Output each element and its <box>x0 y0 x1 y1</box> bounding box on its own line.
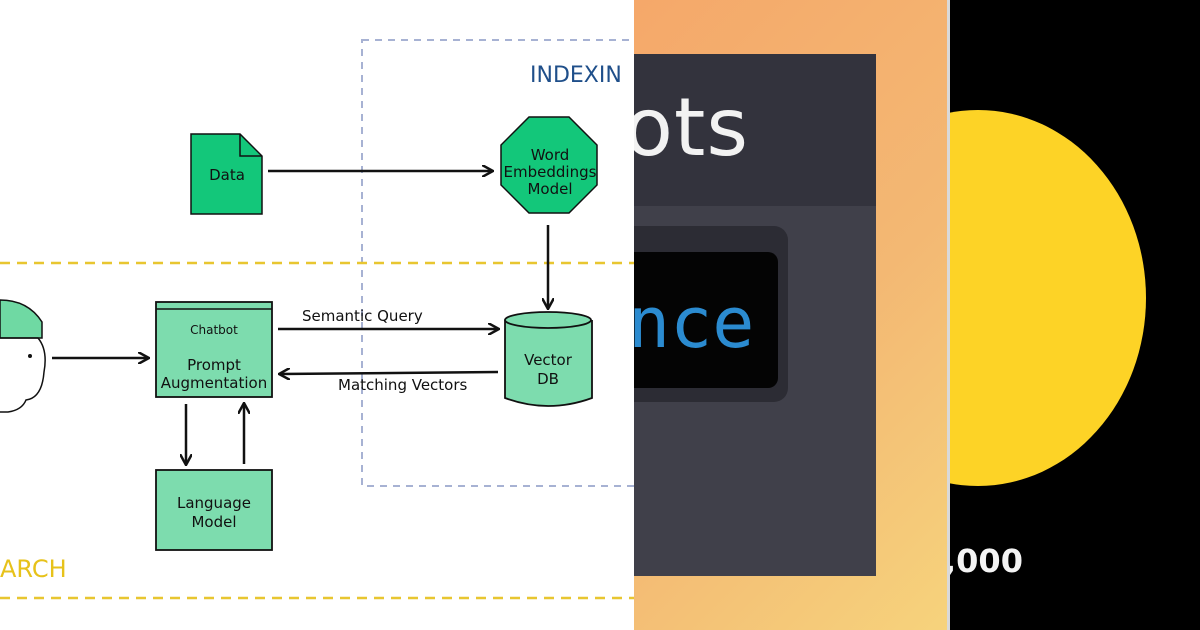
lm-line-2: Model <box>191 513 236 531</box>
code-block <box>634 252 778 388</box>
embeddings-line-2: Embeddings <box>504 163 597 181</box>
language-model-node: Language Model <box>155 469 273 551</box>
panel-divider <box>947 0 950 630</box>
card-title-bar <box>634 54 876 206</box>
embeddings-model-node: Word Embeddings Model <box>500 116 598 214</box>
yellow-circle <box>950 110 1146 486</box>
prompt-line-1: Prompt <box>187 356 241 374</box>
vector-db-node: Vector DB <box>504 311 593 407</box>
embeddings-line-3: Model <box>527 180 572 198</box>
rag-diagram: INDEXIN ARCH Data Word Embeddings Model <box>0 39 634 600</box>
lm-line-1: Language <box>177 494 251 512</box>
arrow-matching-vectors <box>280 372 499 374</box>
data-label: Data <box>209 166 245 184</box>
search-label: ARCH <box>0 555 67 583</box>
chatbot-header: Chatbot <box>190 323 238 337</box>
code-text-fragment: nce <box>634 282 755 364</box>
middle-image-panel: ots nce <box>634 0 950 630</box>
right-image-panel: ,000 <box>950 0 1200 630</box>
embeddings-line-1: Word <box>531 146 570 164</box>
indexing-label: INDEXIN <box>530 63 622 88</box>
semantic-query-label: Semantic Query <box>302 307 423 325</box>
rag-diagram-panel: INDEXIN ARCH Data Word Embeddings Model <box>0 39 634 600</box>
card-title-fragment: ots <box>634 81 749 174</box>
matching-vectors-label: Matching Vectors <box>338 376 468 394</box>
chatbot-node: Chatbot Prompt Augmentation <box>155 301 273 398</box>
vdb-line-1: Vector <box>524 351 573 369</box>
prompt-line-2: Augmentation <box>161 374 267 392</box>
data-node: Data <box>190 133 263 215</box>
user-avatar-icon <box>0 299 46 413</box>
value-fragment: ,000 <box>950 542 1023 580</box>
vdb-line-2: DB <box>537 370 559 388</box>
